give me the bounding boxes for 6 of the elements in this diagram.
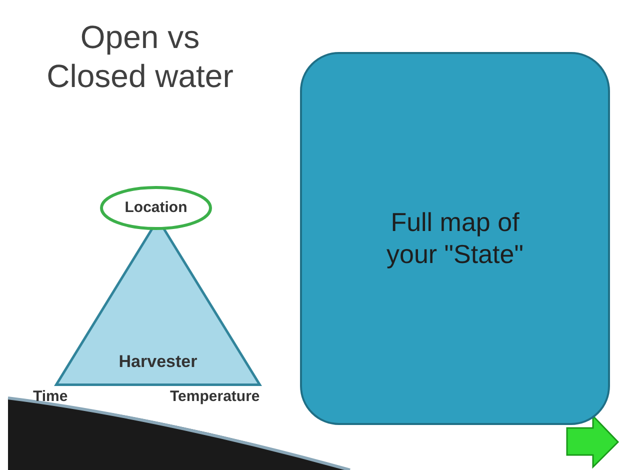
node-label: Location [124, 199, 188, 217]
node-label: Full map of your "State" [386, 207, 524, 270]
corner-label: Temperature [170, 388, 260, 405]
corner-label: Time [33, 388, 68, 405]
slide-title: Open vs Closed water [46, 18, 234, 96]
node-label: Harvester [118, 352, 198, 372]
